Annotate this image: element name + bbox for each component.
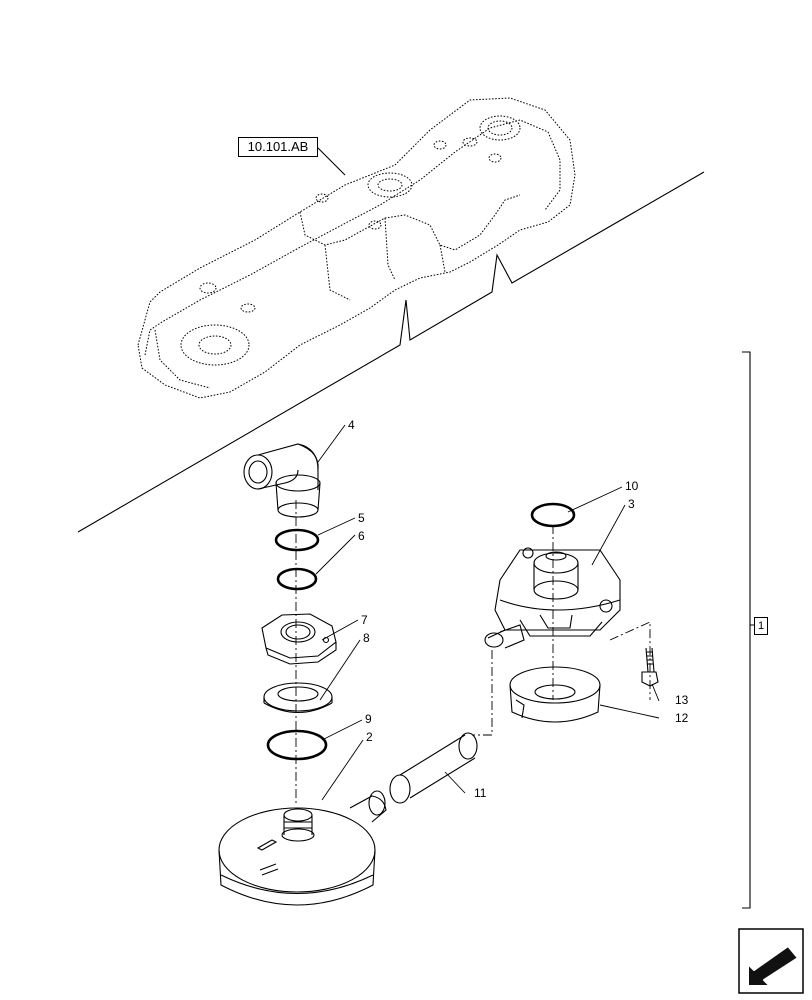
bolt <box>641 647 659 687</box>
callout-7: 7 <box>361 613 368 627</box>
callout-6: 6 <box>358 529 365 543</box>
callout-11: 11 <box>474 786 487 800</box>
group-label: 1 <box>754 617 768 635</box>
reference-leader <box>315 145 346 176</box>
lock-nut <box>261 613 337 665</box>
flat-washer <box>263 682 333 713</box>
o-ring-9 <box>266 729 328 761</box>
callout-12: 12 <box>675 711 689 725</box>
separator-body <box>218 790 387 906</box>
leader-lines <box>315 424 660 801</box>
callout-10: 10 <box>625 479 639 493</box>
callout-3: 3 <box>628 497 635 511</box>
separator-head <box>484 547 621 649</box>
hose <box>389 732 478 804</box>
callout-9: 9 <box>365 712 372 726</box>
callout-8: 8 <box>363 631 370 645</box>
callout-13: 13 <box>675 693 689 707</box>
arrow-bottom-left-icon[interactable] <box>738 928 804 994</box>
center-lines <box>295 500 651 805</box>
valve-cover-outline <box>137 97 576 399</box>
callout-5: 5 <box>358 511 365 525</box>
callout-4: 4 <box>348 418 355 432</box>
reference-label-10-101-ab[interactable]: 10.101.AB <box>238 137 318 157</box>
elbow-fitting <box>243 443 321 518</box>
o-ring-5 <box>274 528 320 552</box>
callout-2: 2 <box>366 730 373 744</box>
shield-cup <box>509 666 601 723</box>
break-line <box>77 171 705 533</box>
o-ring-10 <box>530 502 576 528</box>
o-ring-6 <box>276 567 318 591</box>
